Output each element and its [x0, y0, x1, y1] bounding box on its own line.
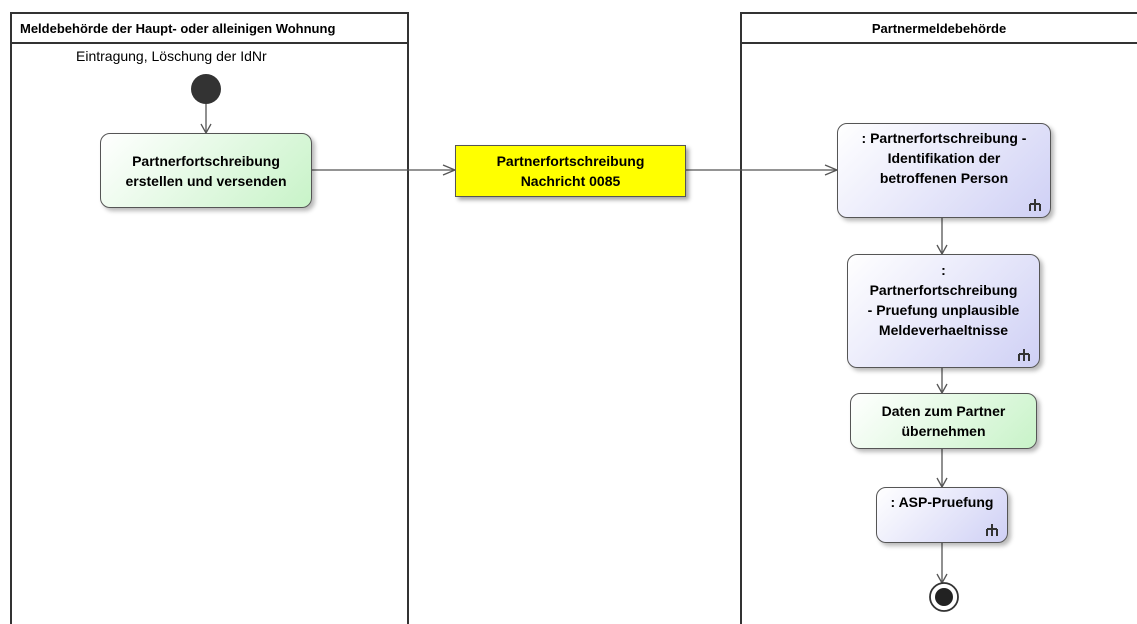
call-plausibility-label: : Partnerfortschreibung - Pruefung unpla… — [867, 262, 1020, 338]
action-take-over-partner-data[interactable]: Daten zum Partner übernehmen — [850, 393, 1037, 449]
initial-node-icon — [191, 74, 221, 104]
lane-partner-title: Partnermeldebehörde — [742, 14, 1137, 44]
lane-sender: Meldebehörde der Haupt- oder alleinigen … — [10, 12, 409, 624]
lane-partner: Partnermeldebehörde — [740, 12, 1137, 624]
call-asp-label: : ASP-Pruefung — [890, 494, 994, 510]
rake-icon — [1029, 199, 1041, 211]
lane-sender-title: Meldebehörde der Haupt- oder alleinigen … — [12, 14, 407, 44]
object-message-0085[interactable]: Partnerfortschreibung Nachricht 0085 — [455, 145, 686, 197]
call-identification[interactable]: : Partnerfortschreibung - Identifikation… — [837, 123, 1051, 218]
object-message-label: Partnerfortschreibung Nachricht 0085 — [496, 153, 645, 189]
start-label: Eintragung, Löschung der IdNr — [76, 48, 267, 64]
action-create-send-label: Partnerfortschreibung erstellen und vers… — [125, 152, 287, 189]
final-node-icon — [929, 582, 959, 612]
rake-icon — [986, 524, 998, 536]
rake-icon — [1018, 349, 1030, 361]
action-take-over-label: Daten zum Partner übernehmen — [881, 403, 1006, 439]
call-plausibility-check[interactable]: : Partnerfortschreibung - Pruefung unpla… — [847, 254, 1040, 368]
call-identification-label: : Partnerfortschreibung - Identifikation… — [861, 130, 1027, 186]
call-asp-check[interactable]: : ASP-Pruefung — [876, 487, 1008, 543]
action-create-send[interactable]: Partnerfortschreibung erstellen und vers… — [100, 133, 312, 208]
